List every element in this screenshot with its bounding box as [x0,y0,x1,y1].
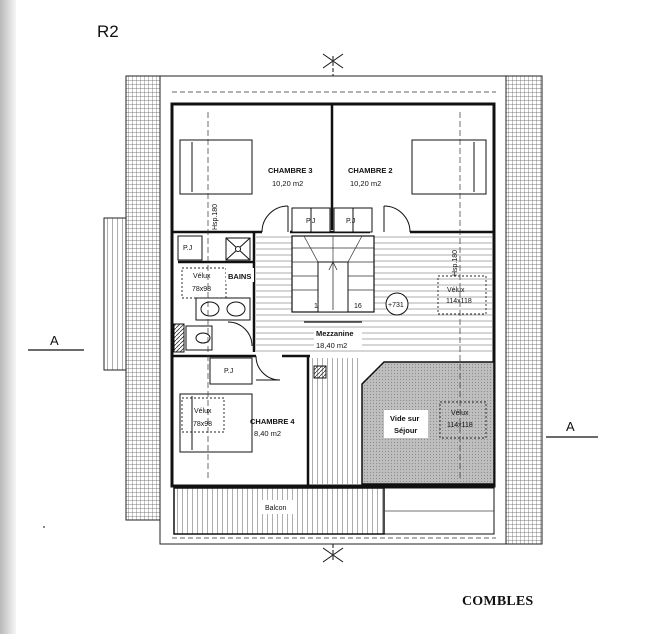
stair-treads [292,235,374,291]
placard-label-bains: P.J [183,245,192,252]
chambre3-name: CHAMBRE 3 [268,166,313,175]
mezzanine-area: 18,40 m2 [316,341,347,350]
level-marker-value: +731 [388,302,404,309]
velux-bains-label: Vélux [193,273,211,280]
bed-chambre3 [179,139,253,195]
placard-label-chambre4: P.J [224,368,233,375]
bains-name: BAINS [228,272,251,281]
placard-chambre4 [209,357,253,385]
velux-bains [181,267,227,299]
balcony-label-bg [262,500,296,514]
scan-edge-shadow [0,0,16,634]
hsp-left-label: Hsp.180 [212,204,219,230]
vide-label-bg [384,410,428,438]
stair-step-first: 1 [314,303,318,310]
balcony-label: Balcon [265,505,287,512]
chambre2-name: CHAMBRE 2 [348,166,393,175]
scan-dot [43,526,45,528]
section-mark-right: A [566,419,575,434]
plan-title: COMBLES [462,594,534,609]
placard-label-2: P.J [346,218,355,225]
placard-bains [177,235,203,261]
velux-bains-size: 78x98 [192,286,211,293]
ridge-axis-marks [322,53,344,563]
chambre3-area: 10,20 m2 [272,179,303,188]
velux-chambre4 [181,397,225,433]
bed-chambre2 [411,139,487,195]
mezzanine-name: Mezzanine [316,329,354,338]
roof-edge-left [125,75,161,521]
landing-floor [310,358,362,484]
section-mark-left: A [50,333,59,348]
roof-edge-right [505,75,543,545]
mezzanine-label-bg [314,328,362,350]
velux-mezzanine [437,275,487,315]
chambre4-name: CHAMBRE 4 [250,417,295,426]
door-swings [227,205,411,381]
bed-chambre4 [179,393,253,453]
vide-line1: Vide sur [390,414,420,423]
velux-vide [439,401,487,439]
stair-step-last: 16 [354,303,362,310]
velux-chambre4-size: 78x98 [193,421,212,428]
hsp-right-label: Hsp.180 [452,250,459,276]
velux-chambre4-label: Vélux [194,408,212,415]
velux-mezzanine-size: 114x118 [446,298,472,305]
vide-line2: Séjour [394,426,417,435]
level-marker [385,292,409,316]
stair-arrow-icon [328,261,338,271]
placard-label-1: P.J [306,218,315,225]
bains-label-bg [226,268,254,282]
duct-hatch [173,323,185,353]
chambre4-area: 8,40 m2 [254,429,281,438]
chambre2-area: 10,20 m2 [350,179,381,188]
velux-mezzanine-label: Vélux [447,287,465,294]
service-shaft [313,365,327,379]
dormer-left [103,217,127,371]
beds [179,139,487,453]
velux-vide-size: 114x118 [447,422,473,429]
sheet-label: R2 [97,22,119,41]
